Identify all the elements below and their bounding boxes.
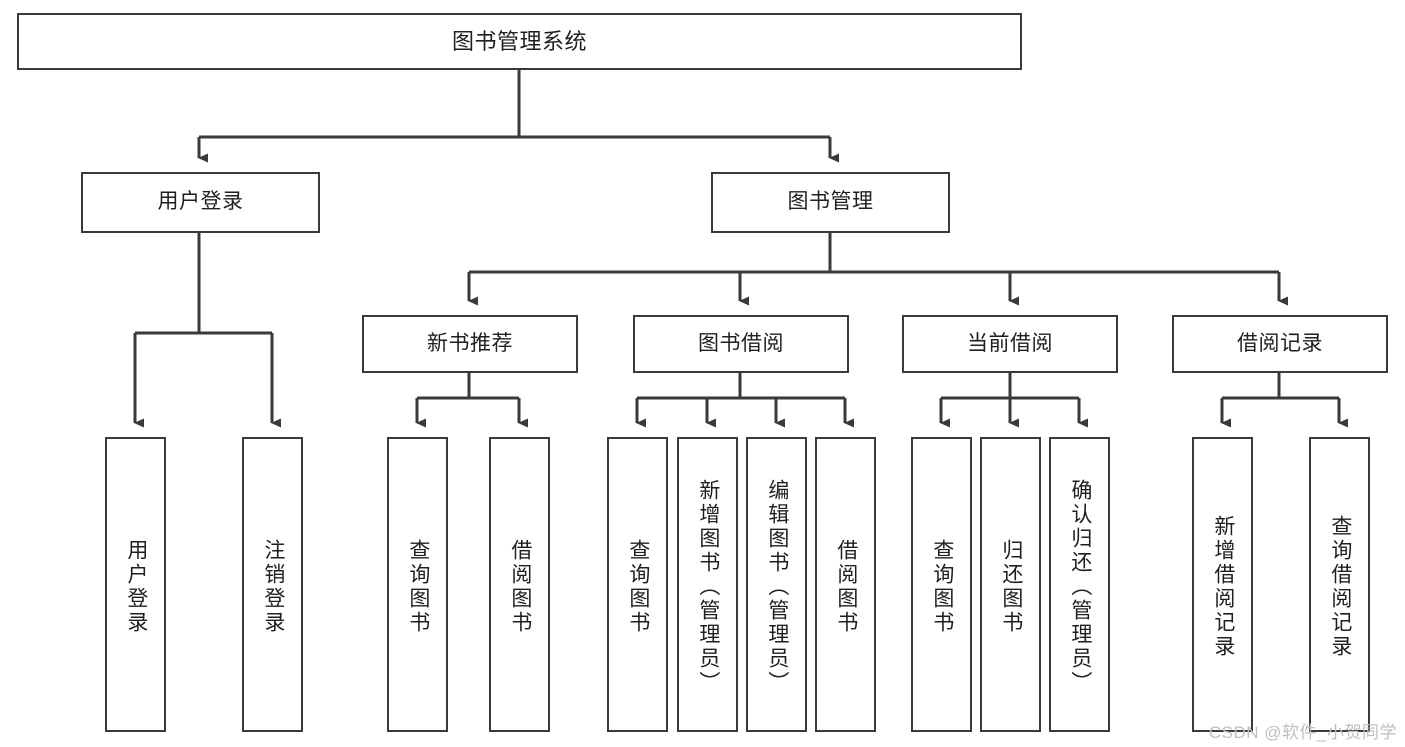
- leaf-label: 编辑图书（管理员）: [765, 478, 789, 695]
- node-current-borrow[interactable]: 当前借阅: [902, 315, 1118, 373]
- leaf-label: 注销登录: [261, 538, 285, 635]
- leaf-borrow-book-recommend[interactable]: 借阅图书: [489, 437, 550, 732]
- node-borrow-record[interactable]: 借阅记录: [1172, 315, 1388, 373]
- leaf-return-book[interactable]: 归还图书: [980, 437, 1041, 732]
- csdn-watermark: CSDN @软件_小贺同学: [1208, 723, 1397, 742]
- leaf-logout-login[interactable]: 注销登录: [242, 437, 303, 732]
- leaf-user-login[interactable]: 用户登录: [105, 437, 166, 732]
- leaf-label: 新增借阅记录: [1211, 514, 1235, 659]
- node-root-book-management-system[interactable]: 图书管理系统: [17, 13, 1022, 70]
- leaf-query-book-recommend[interactable]: 查询图书: [387, 437, 448, 732]
- leaf-label: 查询图书: [626, 538, 650, 635]
- leaf-label: 借阅图书: [834, 538, 858, 635]
- leaf-query-borrow-record[interactable]: 查询借阅记录: [1309, 437, 1370, 732]
- leaf-borrow-book[interactable]: 借阅图书: [815, 437, 876, 732]
- leaf-label: 查询图书: [406, 538, 430, 635]
- leaf-add-borrow-record[interactable]: 新增借阅记录: [1192, 437, 1253, 732]
- leaf-label: 查询借阅记录: [1328, 514, 1352, 659]
- leaf-label: 确认归还（管理员）: [1068, 478, 1092, 695]
- leaf-query-book-borrow[interactable]: 查询图书: [607, 437, 668, 732]
- leaf-query-book-current[interactable]: 查询图书: [911, 437, 972, 732]
- leaf-edit-book-admin[interactable]: 编辑图书（管理员）: [746, 437, 807, 732]
- leaf-label: 归还图书: [999, 538, 1023, 635]
- leaf-label: 查询图书: [930, 538, 954, 635]
- leaf-confirm-return-admin[interactable]: 确认归还（管理员）: [1049, 437, 1110, 732]
- node-book-management[interactable]: 图书管理: [711, 172, 950, 233]
- node-book-borrow[interactable]: 图书借阅: [633, 315, 849, 373]
- leaf-label: 借阅图书: [508, 538, 532, 635]
- node-new-book-recommend[interactable]: 新书推荐: [362, 315, 578, 373]
- node-user-login[interactable]: 用户登录: [81, 172, 320, 233]
- leaf-add-book-admin[interactable]: 新增图书（管理员）: [677, 437, 738, 732]
- leaf-label: 用户登录: [124, 538, 148, 635]
- leaf-label: 新增图书（管理员）: [696, 478, 720, 695]
